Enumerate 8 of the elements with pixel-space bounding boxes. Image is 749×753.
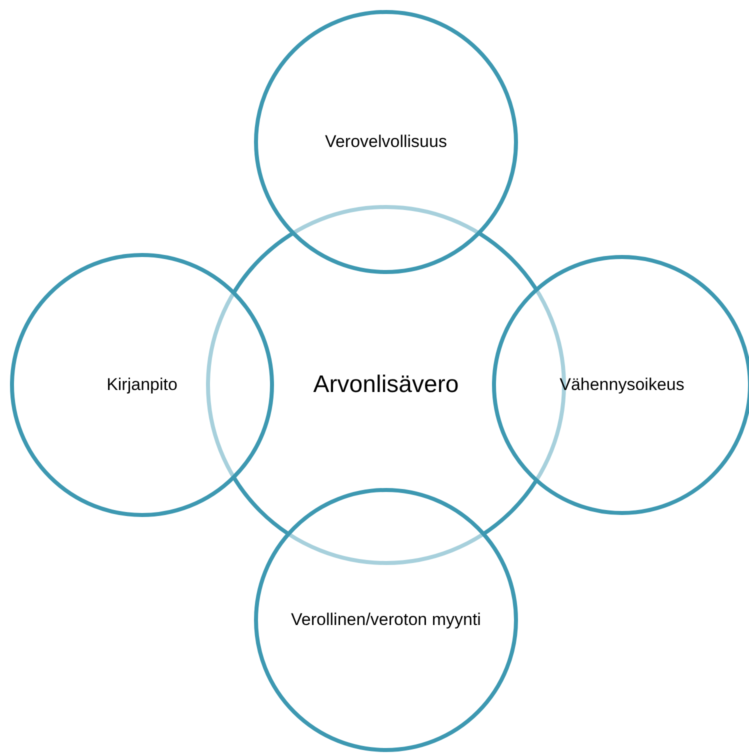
- circle-node: [254, 10, 518, 274]
- node-label: Arvonlisävero: [312, 371, 460, 399]
- node-label: Kirjanpito: [106, 375, 178, 395]
- node-label: Vähennysoikeus: [558, 375, 686, 395]
- circle-node: [254, 488, 518, 752]
- node-label: Verovelvollisuus: [324, 132, 448, 152]
- circle-node: [10, 253, 274, 517]
- node-label: Verollinen/veroton myynti: [290, 610, 482, 630]
